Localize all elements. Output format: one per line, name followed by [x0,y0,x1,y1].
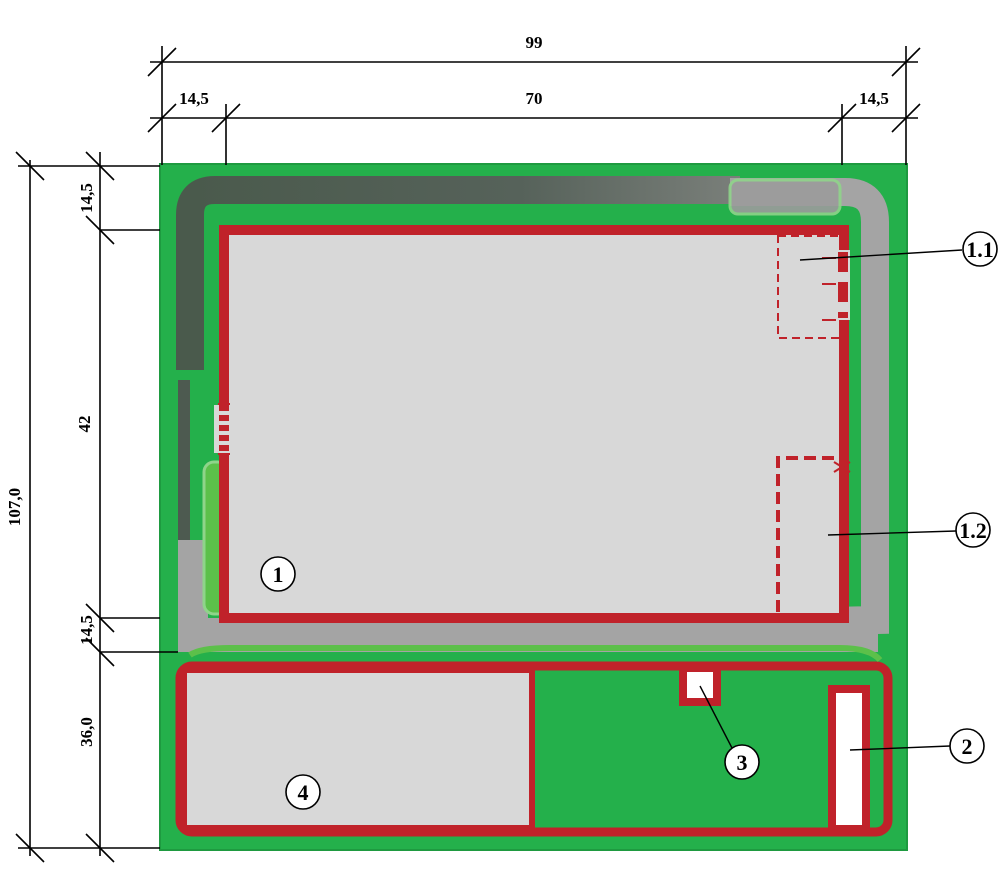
main-area-1 [219,225,849,623]
svg-text:4: 4 [298,780,309,805]
callout-3: 3 [699,685,760,780]
walking-path [176,176,889,652]
callout-1: 1 [260,556,296,592]
svg-text:3: 3 [737,750,748,775]
dim-inner-width: 70 [526,89,543,108]
area-4 [181,667,535,831]
svg-text:1: 1 [273,562,284,587]
zone-1-1 [777,235,850,339]
zone-1-2 [776,456,851,612]
svg-text:1.2: 1.2 [959,518,987,543]
callout-1-2: 1.2 [827,512,991,548]
element-3 [679,664,721,706]
callout-1-1: 1.1 [799,231,998,267]
dim-left-margin: 14,5 [179,89,209,108]
callout-4: 4 [285,774,321,810]
element-2 [828,685,870,833]
svg-text:1.1: 1.1 [966,237,994,262]
dim-main-height: 42 [75,416,94,433]
callout-2: 2 [849,728,985,764]
left-gate [214,403,234,455]
dim-top-margin: 14,5 [77,183,96,213]
dim-bottom-height: 36,0 [77,717,96,747]
dim-total-height: 107,0 [5,488,24,526]
svg-text:2: 2 [962,734,973,759]
dimension-lines [15,46,921,863]
dim-gap-height: 14,5 [77,615,96,645]
dim-right-margin: 14,5 [859,89,889,108]
dim-total-width: 99 [526,33,543,52]
